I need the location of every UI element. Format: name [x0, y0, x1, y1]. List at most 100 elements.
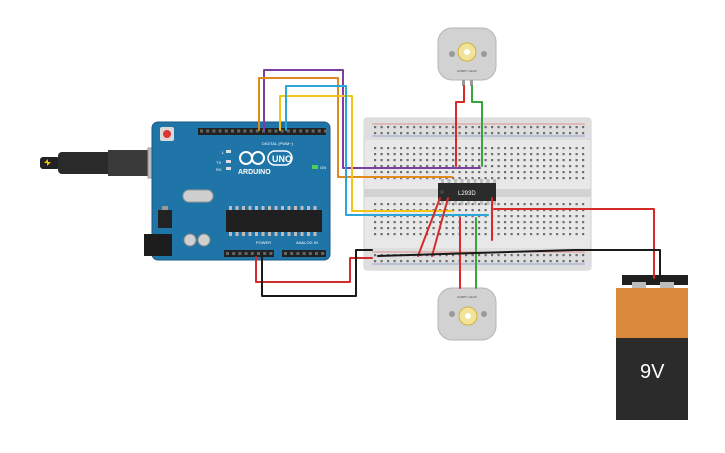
- breadboard-hole: [426, 171, 429, 174]
- breadboard-hole: [478, 153, 481, 156]
- l293d-pin: [441, 179, 444, 183]
- breadboard-hole: [471, 147, 474, 150]
- header-pin: [296, 252, 300, 255]
- breadboard-hole: [393, 153, 396, 156]
- breadboard-hole: [510, 209, 513, 212]
- breadboard-hole: [400, 177, 403, 180]
- digital-pin: [200, 129, 203, 133]
- breadboard-hole: [536, 203, 539, 206]
- mcu-pin: [281, 232, 284, 236]
- breadboard-hole: [569, 132, 572, 135]
- breadboard-hole: [387, 203, 390, 206]
- breadboard-hole: [556, 147, 559, 150]
- wire-orange: [258, 77, 453, 178]
- breadboard-hole: [504, 254, 507, 257]
- breadboard-hole: [569, 177, 572, 180]
- breadboard-hole: [510, 165, 513, 168]
- breadboard-hole: [426, 147, 429, 150]
- breadboard-hole: [575, 260, 578, 263]
- breadboard-hole: [387, 147, 390, 150]
- breadboard-hole: [517, 203, 520, 206]
- breadboard-hole: [380, 147, 383, 150]
- breadboard-hole: [387, 215, 390, 218]
- breadboard-hole: [543, 215, 546, 218]
- breadboard-hole: [419, 215, 422, 218]
- breadboard-hole: [452, 165, 455, 168]
- breadboard-hole: [556, 233, 559, 236]
- breadboard-hole: [374, 254, 377, 257]
- breadboard-hole: [504, 126, 507, 129]
- breadboard-hole: [374, 165, 377, 168]
- breadboard-hole: [452, 215, 455, 218]
- breadboard-hole: [484, 227, 487, 230]
- mcu-pin: [287, 232, 291, 236]
- breadboard-hole: [380, 159, 383, 162]
- breadboard-hole: [465, 132, 468, 135]
- breadboard-hole: [530, 233, 533, 236]
- arduino-uno: DIGITAL (PWM~) UNO ARDUINO L TX RX ON: [40, 121, 331, 261]
- breadboard-hole: [582, 260, 585, 263]
- breadboard-hole: [419, 132, 422, 135]
- digital-pin: [317, 129, 321, 133]
- breadboard-hole: [523, 159, 526, 162]
- breadboard-hole: [413, 147, 416, 150]
- breadboard-hole: [497, 254, 500, 257]
- breadboard-hole: [387, 227, 390, 230]
- breadboard-hole: [562, 254, 565, 257]
- mcu-pin: [307, 232, 310, 236]
- breadboard-hole: [530, 254, 533, 257]
- breadboard-hole: [569, 159, 572, 162]
- breadboard-hole: [465, 260, 468, 263]
- breadboard-hole: [562, 159, 565, 162]
- breadboard-hole: [387, 153, 390, 156]
- l293d-pin: [493, 201, 496, 205]
- breadboard-hole: [445, 221, 448, 224]
- breadboard-hole: [445, 159, 448, 162]
- breadboard-hole: [536, 177, 539, 180]
- breadboard-hole: [393, 221, 396, 224]
- breadboard-hole: [549, 233, 552, 236]
- battery-top: [616, 288, 688, 340]
- breadboard-hole: [458, 153, 461, 156]
- breadboard-hole: [484, 132, 487, 135]
- breadboard-hole: [497, 260, 500, 263]
- breadboard-hole: [562, 165, 565, 168]
- breadboard-hole: [439, 159, 442, 162]
- motor-top: HOBBY GEAR: [437, 27, 497, 86]
- breadboard-hole: [497, 171, 500, 174]
- breadboard-hole: [536, 215, 539, 218]
- breadboard-hole: [400, 203, 403, 206]
- digital-pin: [249, 129, 253, 133]
- breadboard-hole: [582, 153, 585, 156]
- breadboard-hole: [543, 126, 546, 129]
- breadboard-hole: [478, 159, 481, 162]
- breadboard-hole: [549, 132, 552, 135]
- breadboard-hole: [439, 126, 442, 129]
- breadboard-hole: [439, 260, 442, 263]
- breadboard-hole: [465, 221, 468, 224]
- breadboard-hole: [374, 153, 377, 156]
- breadboard-hole: [549, 171, 552, 174]
- breadboard-hole: [575, 227, 578, 230]
- breadboard-hole: [536, 254, 539, 257]
- digital-pin: [274, 129, 278, 133]
- breadboard-hole: [504, 165, 507, 168]
- breadboard-hole: [523, 165, 526, 168]
- breadboard-hole: [543, 132, 546, 135]
- breadboard-hole: [465, 171, 468, 174]
- l293d-pin: [454, 201, 457, 205]
- breadboard-hole: [536, 132, 539, 135]
- breadboard-hole: [380, 153, 383, 156]
- breadboard-hole: [543, 209, 546, 212]
- digital-pin: [218, 129, 222, 133]
- breadboard-hole: [523, 227, 526, 230]
- breadboard-hole: [504, 132, 507, 135]
- breadboard-hole: [374, 147, 377, 150]
- breadboard-hole: [406, 171, 409, 174]
- breadboard-hole: [530, 153, 533, 156]
- header-pin: [302, 252, 306, 255]
- breadboard-hole: [406, 165, 409, 168]
- breadboard-hole: [406, 221, 409, 224]
- l293d-pin: [486, 201, 490, 205]
- mcu-pin: [287, 206, 291, 210]
